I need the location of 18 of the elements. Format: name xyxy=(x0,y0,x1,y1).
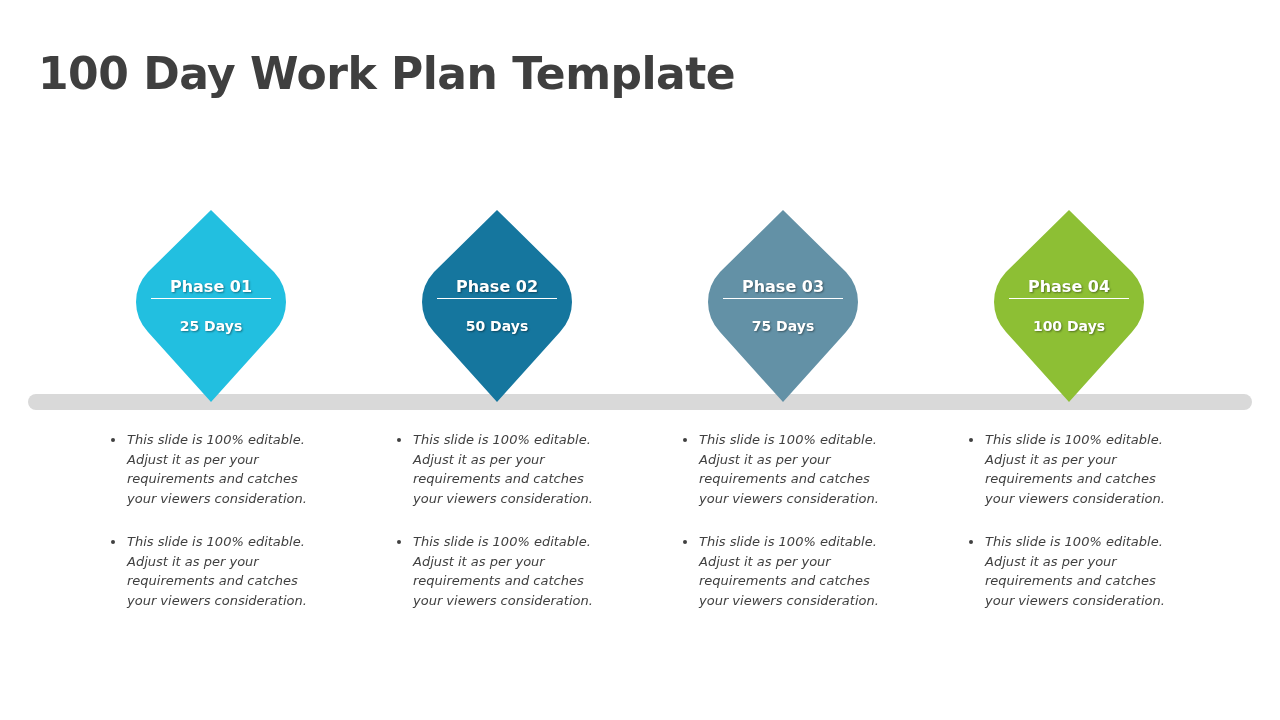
phase-title: Phase 03 xyxy=(723,276,843,299)
duration-label: 75 Days xyxy=(750,317,816,336)
bullet-text: This slide is 100% editable. Adjust it as per your requirements and catches your viewers consideration. xyxy=(985,432,1165,506)
bullet-text: This slide is 100% editable. Adjust it as per your requirements and catches your viewers consideration. xyxy=(127,432,307,506)
bullet-text: This slide is 100% editable. Adjust it as per your requirements and catches your viewers consideration. xyxy=(413,432,593,506)
phase-title: Phase 01 xyxy=(151,276,271,299)
phase-title: Phase 02 xyxy=(437,276,557,299)
bullet-text: This slide is 100% editable. Adjust it as per your requirements and catches your viewers consideration. xyxy=(699,534,879,608)
slide-title: 100 Day Work Plan Template xyxy=(38,48,736,99)
bullet-text: This slide is 100% editable. Adjust it as per your requirements and catches your viewers consideration. xyxy=(985,534,1165,608)
timeline-bar xyxy=(28,394,1252,410)
bullet-text: This slide is 100% editable. Adjust it as per your requirements and catches your viewers consideration. xyxy=(127,534,307,608)
phase-title: Phase 04 xyxy=(1009,276,1129,299)
bullet-text: This slide is 100% editable. Adjust it as per your requirements and catches your viewers consideration. xyxy=(699,432,879,506)
duration-label: 25 Days xyxy=(178,317,244,336)
bullet-text: This slide is 100% editable. Adjust it as per your requirements and catches your viewers consideration. xyxy=(413,534,593,608)
duration-label: 100 Days xyxy=(1031,317,1107,336)
duration-label: 50 Days xyxy=(464,317,530,336)
